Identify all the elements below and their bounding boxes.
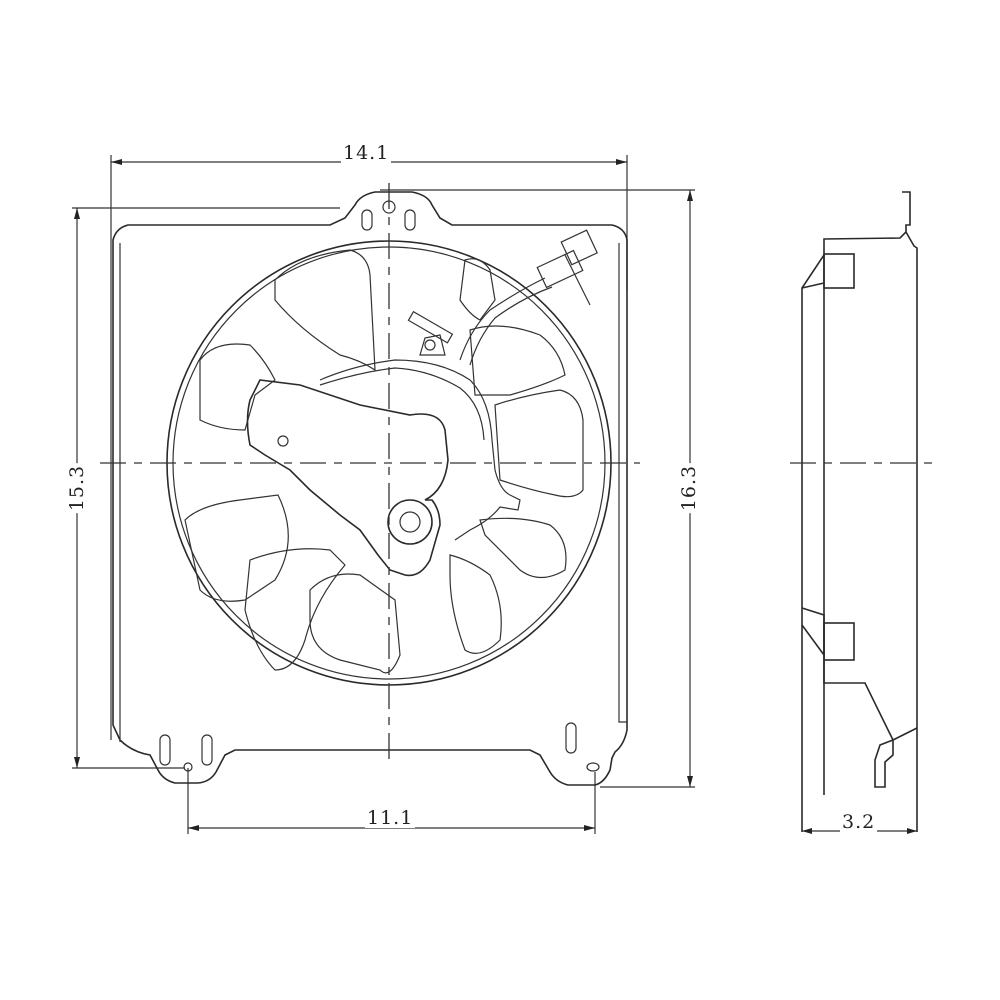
mount-slot bbox=[361, 209, 373, 231]
dimension-mount-11-1 bbox=[187, 768, 596, 834]
fan-hub bbox=[387, 499, 433, 545]
shroud-outline bbox=[112, 191, 628, 786]
mount-slot bbox=[404, 209, 416, 231]
front-view bbox=[72, 155, 695, 834]
dimension-height-16-3 bbox=[380, 189, 695, 788]
mount-hole bbox=[586, 762, 600, 772]
mount-spacing-dimension-label: 11.1 bbox=[365, 807, 416, 829]
mount-hole bbox=[183, 762, 193, 772]
right-height-dimension-label: 16.3 bbox=[678, 462, 701, 514]
side-view bbox=[790, 191, 935, 834]
wiring-harness bbox=[407, 229, 598, 366]
mount-slot bbox=[565, 722, 577, 754]
electrical-connector bbox=[536, 249, 584, 289]
width-dimension-label: 14.1 bbox=[341, 142, 392, 164]
fan-blades bbox=[184, 249, 584, 674]
left-height-dimension-label: 15.3 bbox=[66, 462, 89, 514]
dimension-width-14-1 bbox=[110, 155, 628, 740]
mount-slot bbox=[159, 734, 171, 766]
mount-slot bbox=[201, 734, 213, 766]
motor-bracket bbox=[246, 359, 521, 577]
depth-dimension-label: 3.2 bbox=[840, 811, 878, 833]
